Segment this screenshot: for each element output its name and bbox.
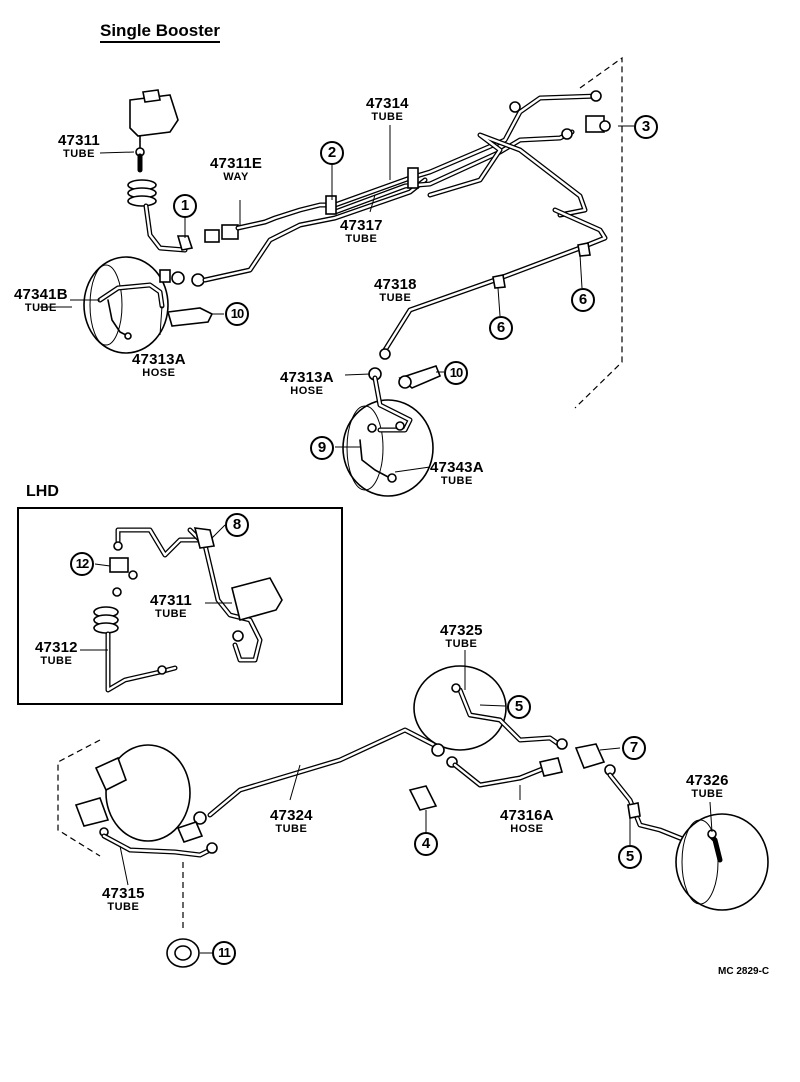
coil-47311 xyxy=(127,153,188,253)
callout-6-right: 6 xyxy=(571,288,595,312)
callout-11: 11 xyxy=(212,941,236,965)
rear-drum-right xyxy=(675,813,769,911)
lhd-section-title: LHD xyxy=(26,483,59,500)
diagram-title: Single Booster xyxy=(100,22,220,43)
callout-12: 12 xyxy=(70,552,94,576)
callout-9: 9 xyxy=(310,436,334,460)
callout-5-lower: 5 xyxy=(618,845,642,869)
rear-booster-left xyxy=(74,744,218,858)
master-cylinder-top xyxy=(129,89,179,157)
line-47311E xyxy=(202,177,428,283)
booster-right-front xyxy=(342,375,434,497)
drawing-code: MC 2829-C xyxy=(718,966,770,977)
callout-6-left: 6 xyxy=(489,316,513,340)
lhd-section-frame xyxy=(17,507,343,705)
tubes-47314-47317 xyxy=(325,90,611,353)
lhd-assembly xyxy=(93,527,283,693)
hose-47316A xyxy=(408,743,616,811)
rear-booster-right xyxy=(413,665,568,751)
callout-7: 7 xyxy=(622,736,646,760)
booster-left xyxy=(83,256,205,354)
callout-5-upper: 5 xyxy=(507,695,531,719)
callout-2: 2 xyxy=(320,141,344,165)
callout-10-left: 10 xyxy=(225,302,249,326)
grommet-11 xyxy=(166,938,200,968)
callout-10-right: 10 xyxy=(444,361,468,385)
callout-8: 8 xyxy=(225,513,249,537)
callout-1: 1 xyxy=(173,194,197,218)
callout-3: 3 xyxy=(634,115,658,139)
callout-4: 4 xyxy=(414,832,438,856)
